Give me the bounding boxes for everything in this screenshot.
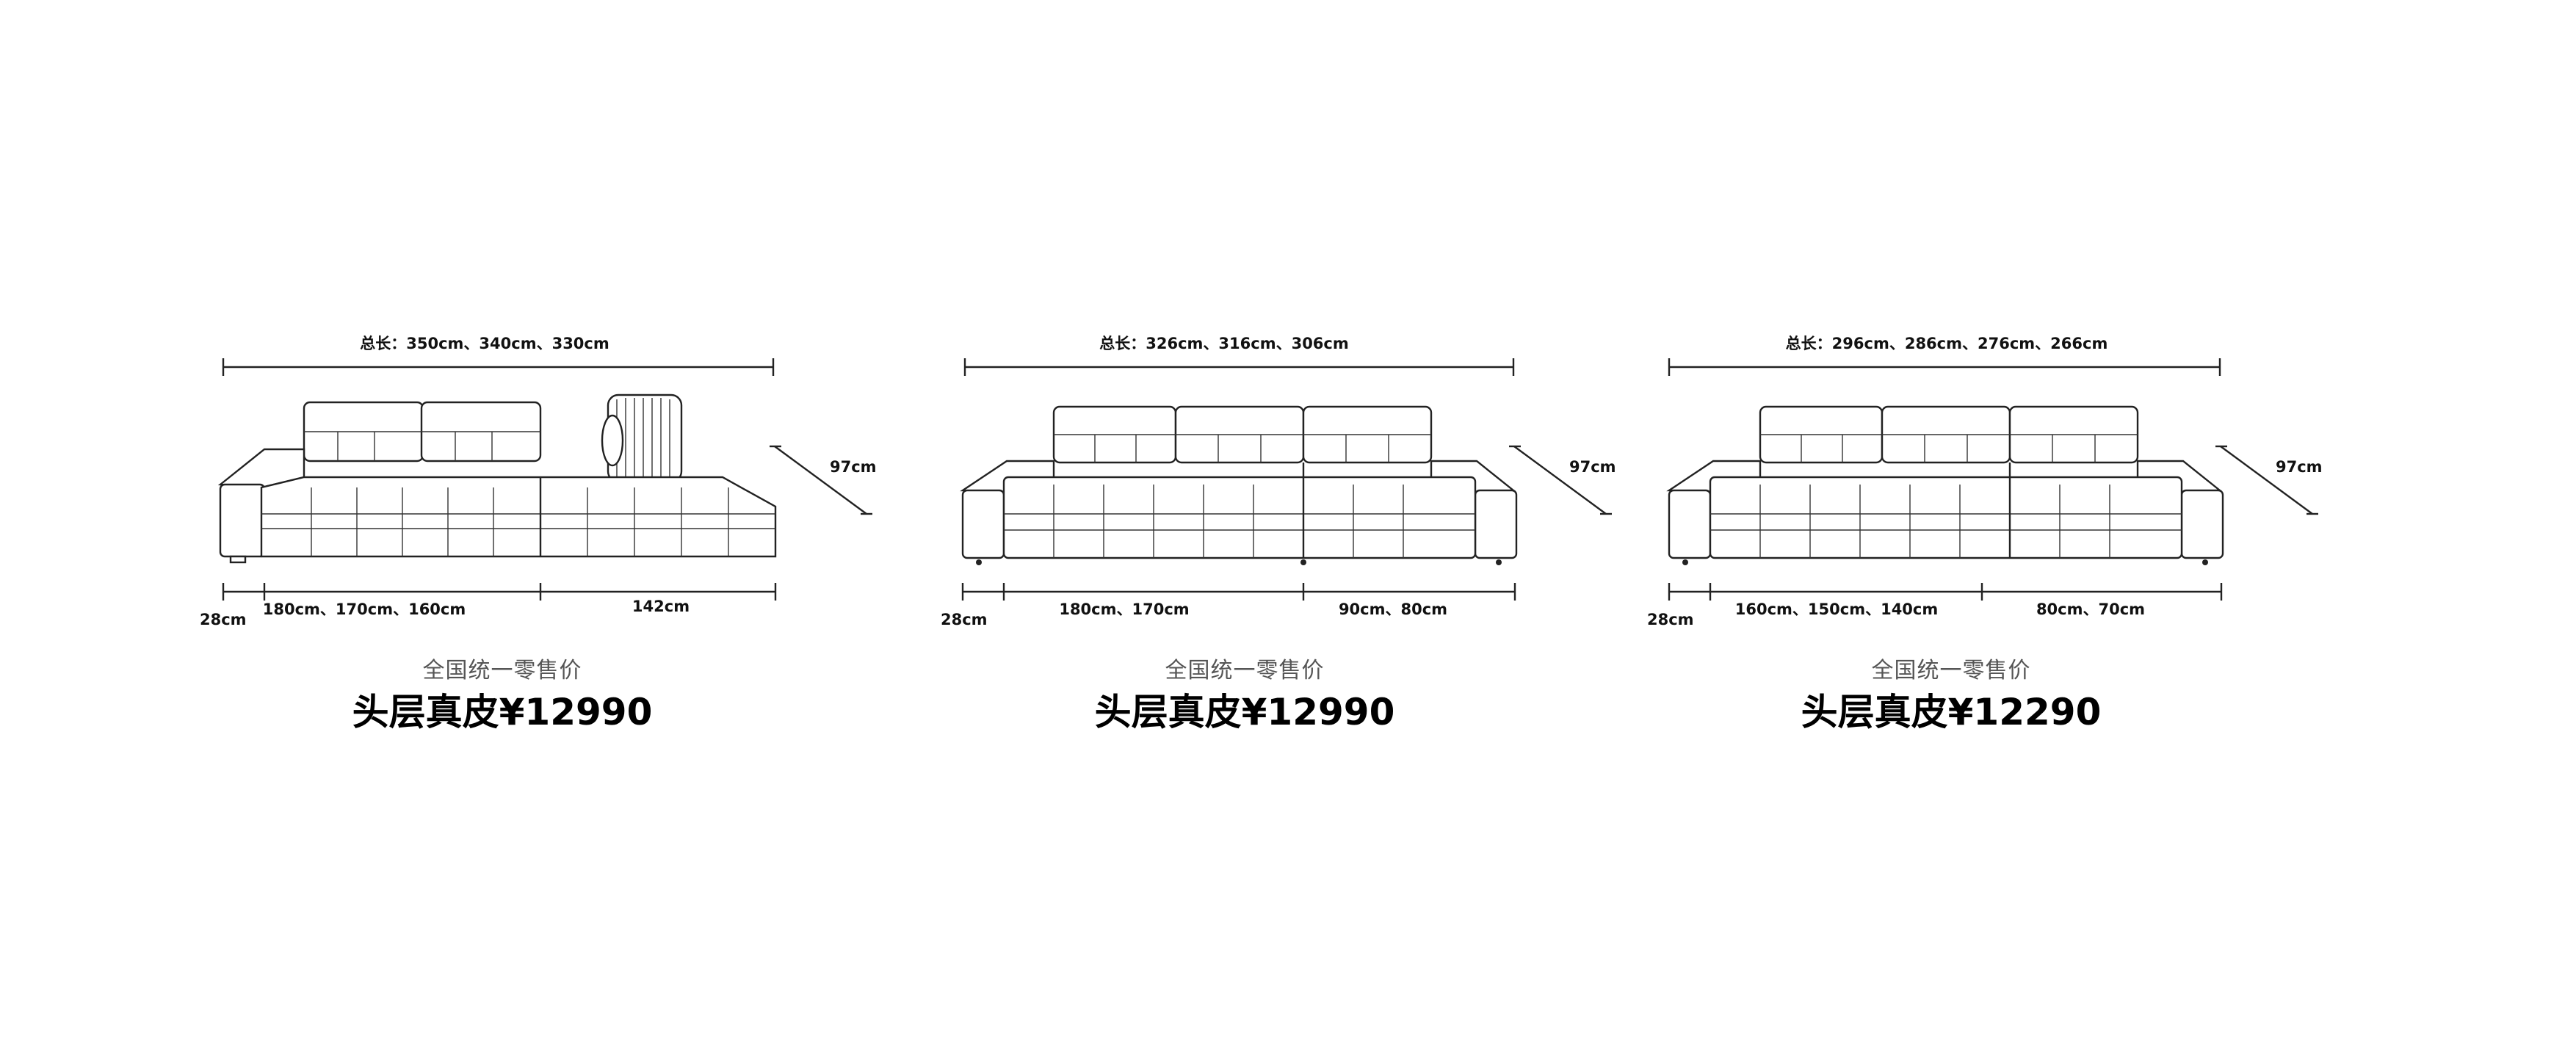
arm-width-label: 28cm [941, 611, 988, 628]
price-label: 头层真皮¥12990 [1094, 691, 1395, 733]
total-length-dimension-line [1668, 358, 2221, 376]
bottom-dimension-line [222, 583, 777, 601]
height-dimension-line [770, 445, 872, 515]
product-card-1: 总长：350cm、340cm、330cm 97cm 28cm 180cm、170… [191, 0, 999, 1041]
total-length-dimension-line [963, 358, 1515, 376]
height-label: 97cm [2276, 458, 2323, 476]
left-segment-label: 180cm、170cm [1059, 601, 1190, 618]
bottom-dimension-line [1668, 583, 2223, 601]
right-segment-label: 142cm [632, 598, 690, 615]
total-length-label: 总长：350cm、340cm、330cm [360, 335, 609, 352]
price-label: 头层真皮¥12290 [1801, 691, 2102, 733]
bottom-dimension-line [961, 583, 1516, 601]
total-length-label: 总长：326cm、316cm、306cm [1099, 335, 1349, 352]
striped-pillow [601, 393, 683, 483]
sofa-3 [1666, 405, 2224, 565]
height-dimension-line [2215, 445, 2318, 515]
retail-price-caption: 全国统一零售价 [1165, 658, 1325, 683]
sofa-3-drawing [1666, 358, 2318, 601]
sofa-2 [960, 405, 1518, 565]
right-segment-label: 80cm、70cm [2036, 601, 2146, 618]
left-segment-label: 160cm、150cm、140cm [1734, 601, 1939, 618]
retail-price-caption: 全国统一零售价 [1871, 658, 2031, 683]
total-length-dimension-line [222, 358, 775, 376]
sofa-1 [217, 393, 777, 564]
right-segment-label: 90cm、80cm [1338, 601, 1448, 618]
height-label: 97cm [830, 458, 877, 476]
sofa-2-drawing [960, 358, 1612, 601]
product-card-3: 总长：296cm、286cm、276cm、266cm 97cm 28cm 160… [1640, 0, 2447, 1041]
total-length-label: 总长：296cm、286cm、276cm、266cm [1785, 335, 2108, 352]
price-label: 头层真皮¥12990 [352, 691, 653, 733]
arm-width-label: 28cm [1647, 611, 1694, 628]
retail-price-caption: 全国统一零售价 [422, 658, 582, 683]
height-label: 97cm [1569, 458, 1616, 476]
sofa-1-drawing [217, 358, 872, 601]
product-card-2: 总长：326cm、316cm、306cm 97cm 28cm 180cm、170… [933, 0, 1741, 1041]
height-dimension-line [1509, 445, 1612, 515]
arm-width-label: 28cm [200, 611, 247, 628]
left-segment-label: 180cm、170cm、160cm [262, 601, 466, 618]
